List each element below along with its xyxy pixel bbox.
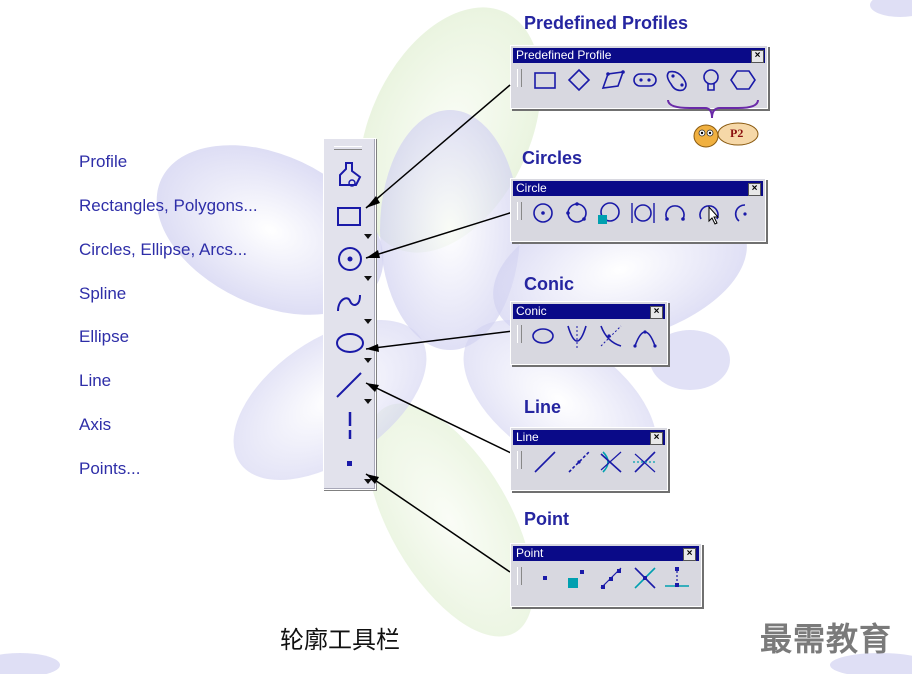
projection-point-icon[interactable] — [663, 564, 691, 592]
p2-label: P2 — [730, 126, 744, 140]
rectangle-dropdown-icon[interactable] — [364, 234, 372, 239]
three-point-arc-limits-icon[interactable] — [695, 199, 723, 227]
three-point-circle-icon[interactable] — [563, 199, 591, 227]
rectangle-icon[interactable] — [531, 66, 559, 94]
ellipse-icon[interactable] — [529, 322, 557, 350]
spline-button[interactable] — [332, 285, 368, 319]
watermark: 最需教育 — [760, 621, 893, 657]
predefined-profile-toolbar: Predefined Profile × — [510, 45, 768, 109]
equidistant-points-icon[interactable] — [597, 564, 625, 592]
predefined-profiles-title: Predefined Profiles — [524, 13, 689, 33]
rectangle-button[interactable] — [332, 201, 368, 235]
rectangle-icon — [337, 207, 361, 226]
axis-icon — [348, 412, 352, 439]
intersection-point-icon[interactable] — [631, 564, 659, 592]
circles-title: Circles — [522, 148, 583, 168]
circle-toolbar: Circle × — [510, 178, 766, 242]
point-dropdown-icon[interactable] — [364, 479, 372, 484]
p2-badge: P2 — [692, 120, 762, 150]
label-rectangles: Rectangles, Polygons... — [79, 196, 258, 215]
label-line: Line — [79, 371, 112, 390]
oriented-rectangle-icon[interactable] — [565, 66, 593, 94]
line-button[interactable] — [332, 369, 368, 403]
toolbar-title: Predefined Profile — [513, 48, 765, 63]
spline-dropdown-icon[interactable] — [364, 319, 372, 324]
spline-icon — [337, 294, 361, 312]
infinite-line-icon[interactable] — [565, 448, 593, 476]
toolbar-grip[interactable] — [517, 451, 522, 469]
circle-icon[interactable] — [529, 199, 557, 227]
cartoon-face-icon — [693, 122, 759, 148]
tri-tangent-circle-icon[interactable] — [629, 199, 657, 227]
circle-using-coordinates-icon[interactable] — [595, 199, 623, 227]
point-toolbar: Point × — [510, 543, 702, 607]
toolbar-title: Conic — [513, 304, 665, 319]
line-dropdown-icon[interactable] — [364, 399, 372, 404]
circle-icon — [338, 247, 362, 271]
close-icon[interactable]: × — [751, 50, 764, 63]
parallelogram-icon[interactable] — [599, 66, 627, 94]
label-profile: Profile — [79, 152, 128, 171]
axis-button[interactable] — [332, 409, 368, 443]
ellipse-icon — [336, 333, 364, 353]
bi-tangent-line-icon[interactable] — [597, 448, 625, 476]
label-points: Points... — [79, 459, 141, 478]
toolbar-title: Line — [513, 430, 665, 445]
keyhole-icon[interactable] — [697, 66, 725, 94]
label-circles: Circles, Ellipse, Arcs... — [79, 240, 248, 259]
close-icon[interactable]: × — [650, 432, 663, 445]
line-icon — [336, 372, 362, 398]
toolbar-grip[interactable] — [517, 567, 522, 585]
circle-button[interactable] — [332, 243, 368, 277]
point-icon — [347, 461, 352, 466]
circle-dropdown-icon[interactable] — [364, 276, 372, 281]
profile-button[interactable] — [332, 157, 368, 191]
profile-icon — [339, 162, 362, 187]
hexagon-icon[interactable] — [729, 66, 757, 94]
ellipse-button[interactable] — [332, 327, 368, 361]
label-ellipse: Ellipse — [79, 327, 130, 346]
toolbar-title: Circle — [513, 181, 763, 196]
close-icon[interactable]: × — [683, 548, 696, 561]
point-icon[interactable] — [531, 564, 559, 592]
line-toolbar: Line × — [510, 427, 668, 491]
point-using-coordinates-icon[interactable] — [563, 564, 591, 592]
conic-title: Conic — [524, 274, 575, 294]
ellipse-dropdown-icon[interactable] — [364, 358, 372, 363]
arc-icon[interactable] — [727, 199, 755, 227]
cylindrical-hole-icon[interactable] — [663, 66, 691, 94]
parabola-icon[interactable] — [563, 322, 591, 350]
caption: 轮廓工具栏 — [280, 627, 400, 654]
toolbar-grip[interactable] — [517, 325, 522, 343]
close-icon[interactable]: × — [748, 183, 761, 196]
point-title: Point — [524, 509, 569, 529]
line-icon[interactable] — [531, 448, 559, 476]
toolbar-grip[interactable] — [517, 69, 522, 87]
label-axis: Axis — [79, 415, 112, 434]
bisecting-line-icon[interactable] — [631, 448, 659, 476]
toolbar-grip[interactable] — [517, 202, 522, 220]
line-title: Line — [524, 397, 562, 417]
conic-toolbar: Conic × — [510, 301, 668, 365]
label-spline: Spline — [79, 284, 127, 303]
elongated-hole-icon[interactable] — [631, 66, 659, 94]
point-button[interactable] — [332, 451, 368, 485]
three-point-arc-icon[interactable] — [661, 199, 689, 227]
hyperbola-icon[interactable] — [597, 322, 625, 350]
toolbar-grip[interactable] — [334, 146, 362, 150]
conic-icon[interactable] — [631, 322, 659, 350]
profile-toolbar — [323, 138, 376, 490]
toolbar-title: Point — [513, 546, 699, 561]
close-icon[interactable]: × — [650, 306, 663, 319]
